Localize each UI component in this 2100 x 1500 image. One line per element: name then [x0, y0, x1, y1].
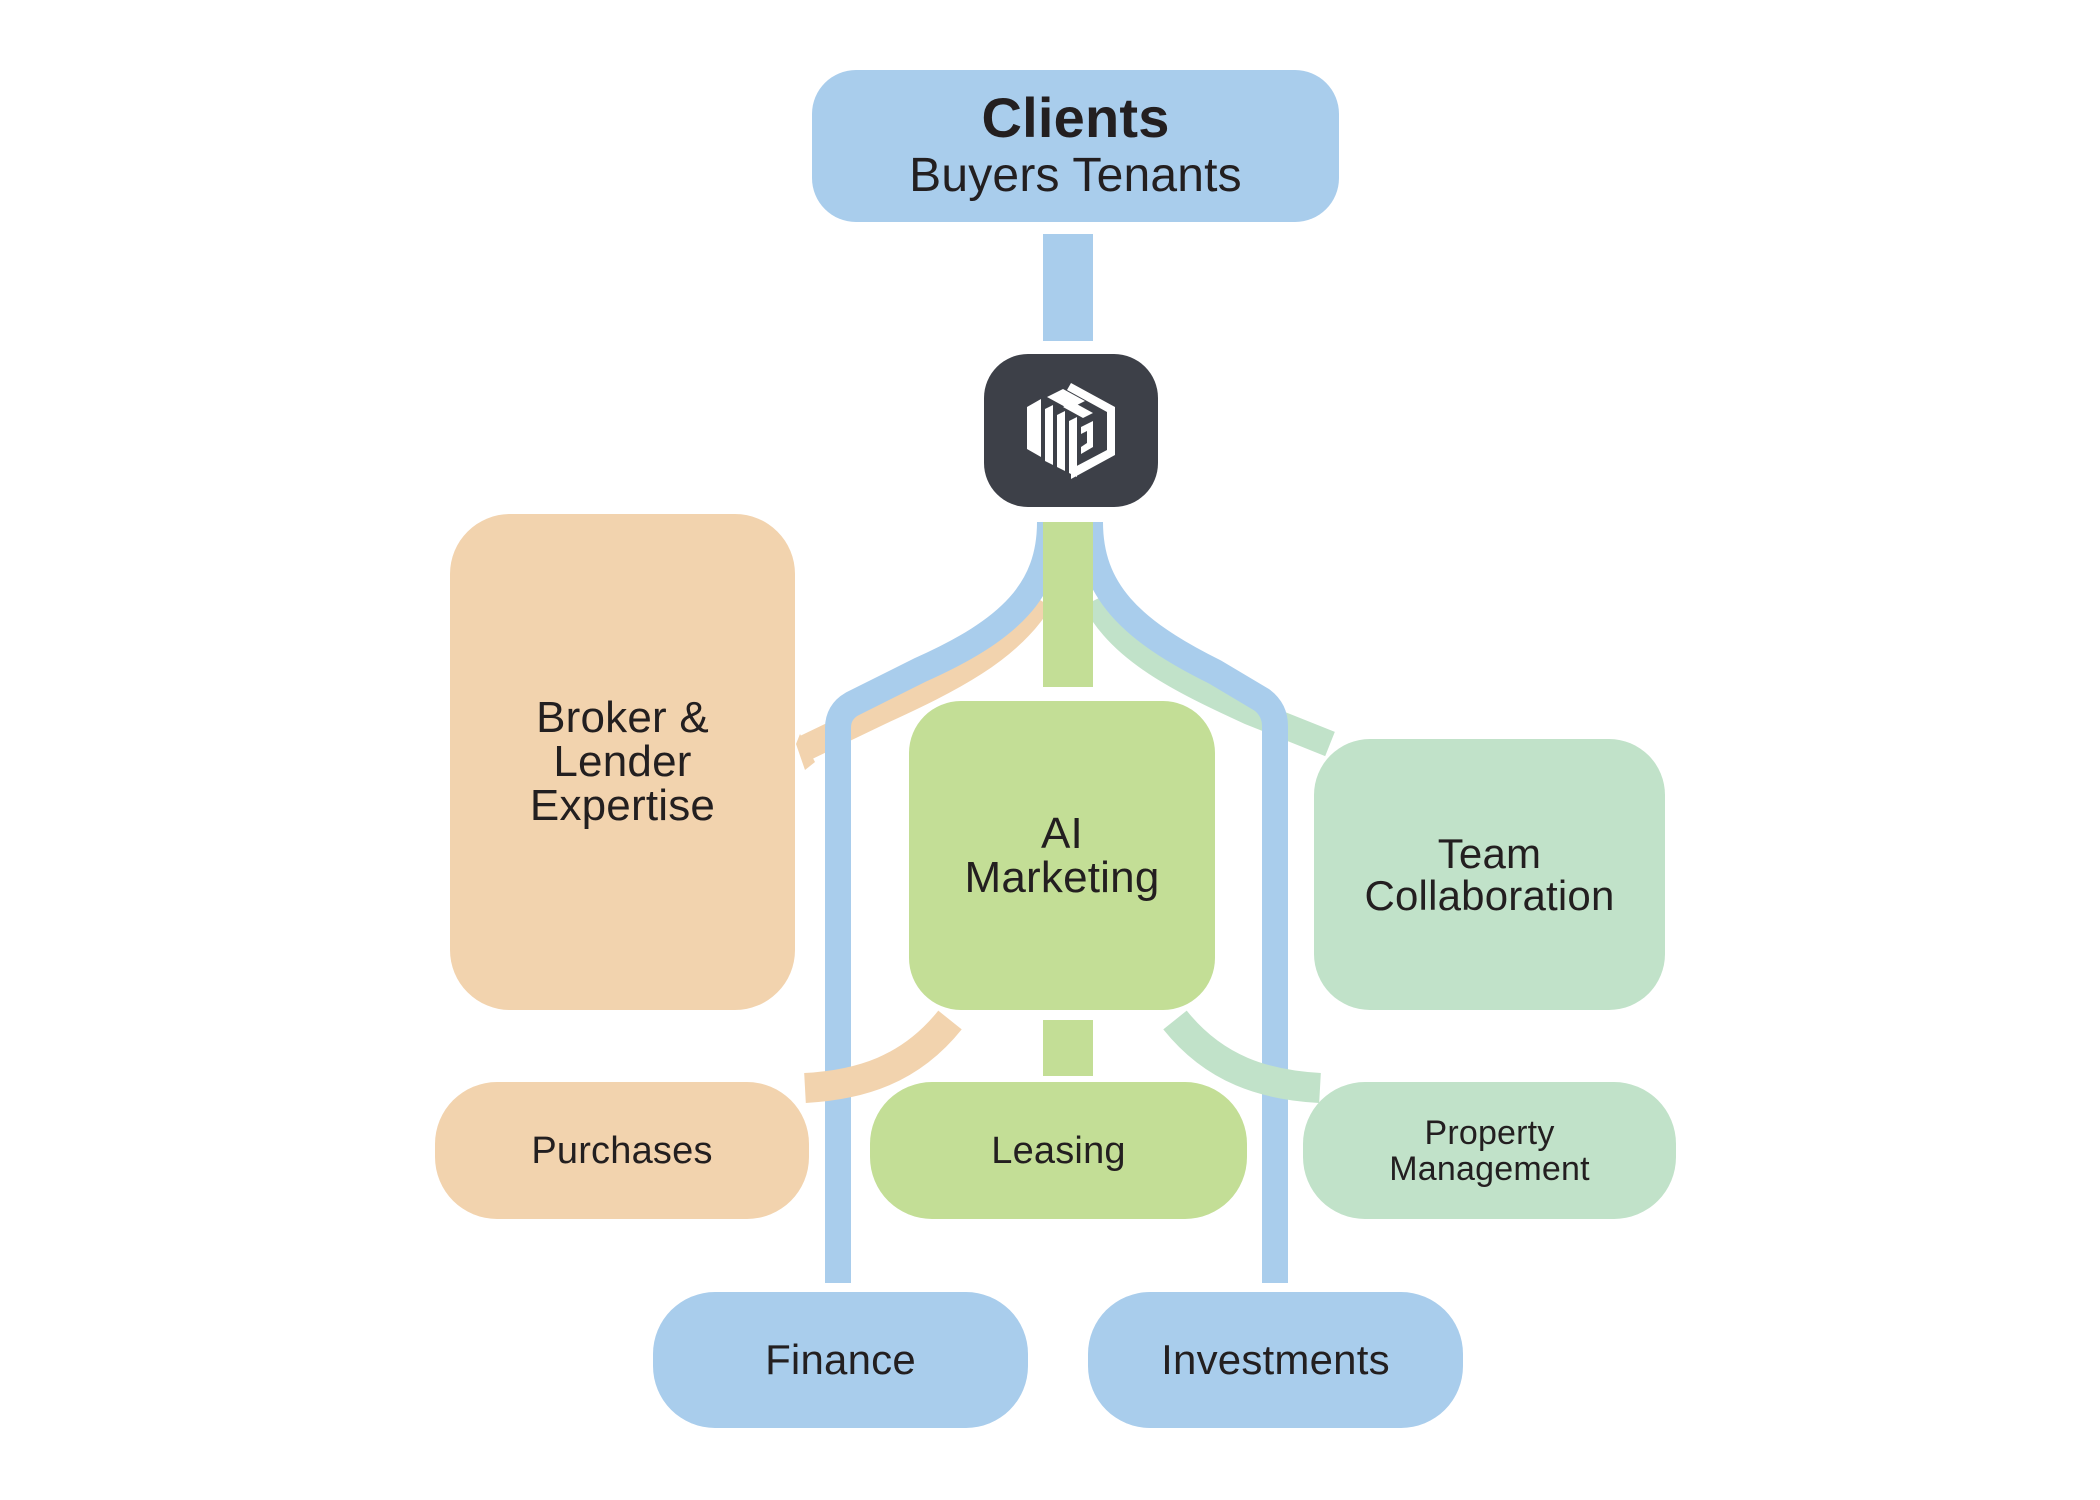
service-label: Purchases — [531, 1129, 713, 1172]
connector-hub-to-investments — [1077, 521, 1288, 1283]
clients-node: Clients Buyers Tenants — [812, 70, 1339, 222]
pillar-label-line: AI — [1041, 808, 1083, 858]
service-label-line: Management — [1389, 1149, 1590, 1188]
connector-hub-to-broker — [799, 593, 1052, 760]
outcome-label: Investments — [1161, 1336, 1390, 1383]
connector-ai-to-purchases — [804, 1010, 962, 1103]
hub-logo-node — [984, 354, 1158, 507]
outcome-finance: Finance — [653, 1292, 1028, 1428]
pillar-label-line: Collaboration — [1364, 871, 1615, 919]
connector-clients-to-hub — [1043, 234, 1093, 341]
connector-hub-to-finance — [825, 521, 1063, 1283]
outcome-investments: Investments — [1088, 1292, 1463, 1428]
cube-logo-icon — [1027, 382, 1115, 479]
pillar-label-line: Expertise — [529, 781, 716, 830]
connector-hub-to-ai-marketing — [1043, 522, 1093, 687]
service-property-management: Property Management — [1303, 1082, 1676, 1219]
connector-ai-to-property-management — [1163, 1010, 1321, 1103]
pillar-broker-lender-expertise: Broker & Lender Expertise — [450, 514, 795, 1010]
pillar-label-line: Lender — [553, 737, 692, 786]
service-purchases: Purchases — [435, 1082, 809, 1219]
connector-hub-to-team — [1083, 593, 1335, 757]
pillar-team-collaboration: Team Collaboration — [1314, 739, 1665, 1010]
pillar-label-line: Broker & — [536, 693, 709, 742]
service-leasing: Leasing — [870, 1082, 1247, 1219]
outcome-label: Finance — [765, 1336, 916, 1383]
pillar-ai-marketing: AI Marketing — [909, 701, 1215, 1010]
pillar-label-line: Marketing — [964, 852, 1160, 902]
clients-subtitle: Buyers Tenants — [909, 149, 1242, 202]
connector-broker-arrowhead — [796, 734, 815, 770]
connector-ai-to-leasing — [1043, 1020, 1093, 1076]
pillar-label-line: Team — [1437, 829, 1542, 877]
clients-title: Clients — [981, 86, 1170, 149]
service-label-line: Property — [1424, 1113, 1555, 1152]
service-label: Leasing — [991, 1129, 1126, 1172]
